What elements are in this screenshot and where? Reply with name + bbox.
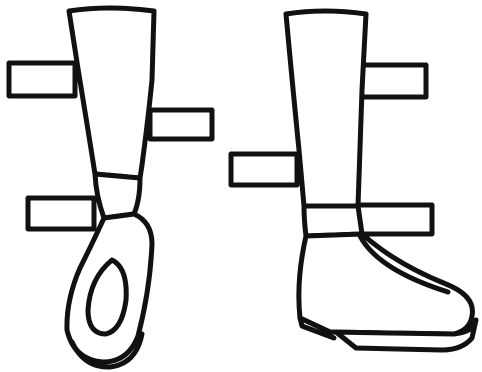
right-leg-splint-bar-middle: [231, 154, 297, 185]
left-leg-ankle-cuff: [95, 174, 140, 218]
right-leg-ankle-cuff: [304, 206, 362, 236]
left-leg-splint-bar-bottom: [28, 198, 94, 229]
right-shoe: [299, 234, 473, 334]
right-leg-splint-bar-bottom: [358, 205, 432, 234]
left-leg-shaft: [69, 8, 154, 178]
right-leg: [231, 11, 476, 350]
left-leg: [9, 8, 212, 367]
left-leg-splint-bar-top: [9, 63, 75, 96]
left-leg-splint-bar-middle: [150, 110, 212, 139]
right-leg-splint-bar-top: [358, 65, 426, 97]
